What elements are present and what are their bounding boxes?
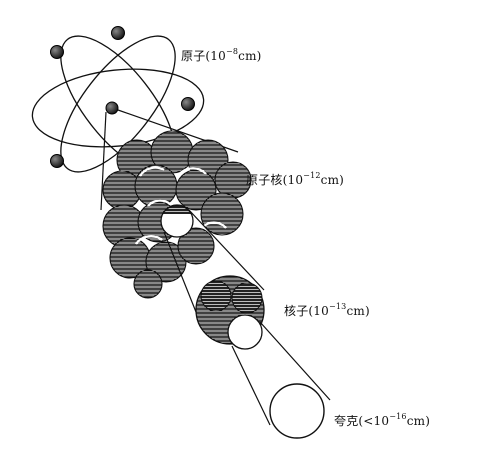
electron	[50, 154, 64, 168]
orbit-horizontal	[31, 68, 205, 148]
zoom-cone-nucleon-to-quark	[231, 321, 331, 426]
electron	[105, 101, 119, 115]
label-atom: 原子(10−8cm)	[181, 47, 262, 63]
electrons	[50, 26, 195, 168]
electron	[111, 26, 125, 40]
electron	[181, 97, 195, 111]
nucleon	[195, 275, 265, 350]
selected-nucleon	[160, 204, 194, 238]
quark	[231, 282, 263, 314]
quark	[200, 280, 232, 312]
label-nucleon: 核子(10−13cm)	[284, 302, 370, 318]
electron	[50, 45, 64, 59]
quark-enlarged	[269, 383, 325, 439]
label-quark: 夸克(<10−16cm)	[334, 412, 431, 428]
label-nucleus: 原子核(10−12cm)	[246, 171, 345, 187]
orbit-tilted-right	[60, 35, 176, 173]
quark-selected	[227, 314, 263, 350]
zoom-cone-nucleus-to-nucleon	[163, 209, 265, 313]
